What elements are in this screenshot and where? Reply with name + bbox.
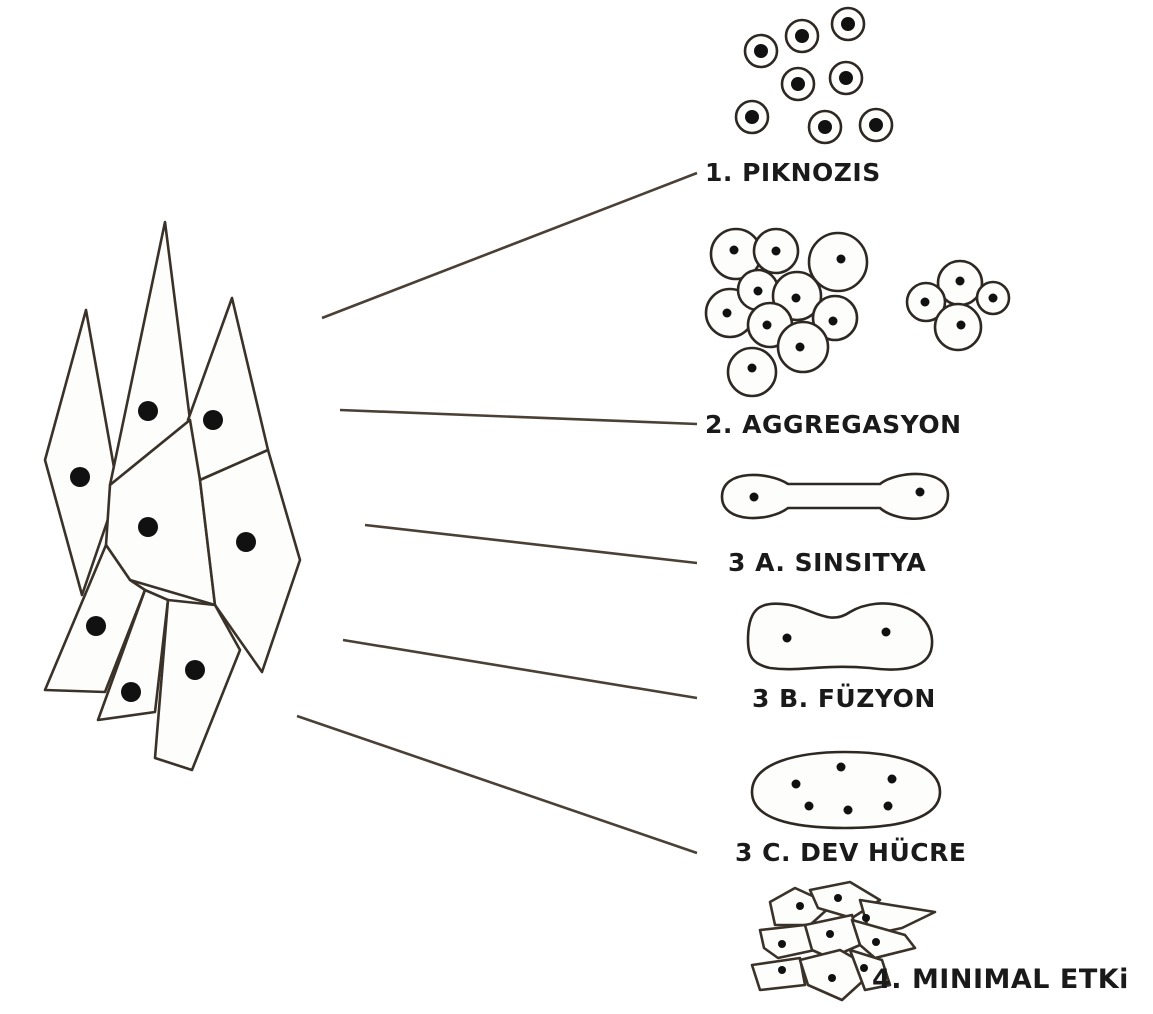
nucleus: [138, 401, 158, 421]
nucleus: [236, 532, 256, 552]
nucleus: [70, 467, 90, 487]
label-fuzyon: 3 B. FÜZYON: [752, 684, 936, 713]
connector-sinsitya: [365, 525, 697, 563]
aggregasyon-cluster-right: [907, 261, 1009, 350]
sinsitya-syncytium: [722, 474, 948, 519]
connector-aggregasyon: [340, 410, 697, 424]
label-minimal-etki: 4. MINIMAL ETKi: [872, 964, 1129, 995]
dev-hucre-giant-cell: [752, 752, 940, 828]
fuzyon-fused-cell: [748, 603, 932, 669]
connector-dev-hucre: [297, 716, 697, 853]
connector-piknozis: [322, 173, 697, 318]
nucleus: [121, 682, 141, 702]
connector-lines: [297, 173, 697, 853]
aggregasyon-cluster-left: [706, 229, 867, 396]
nucleus: [138, 517, 158, 537]
nucleus: [185, 660, 205, 680]
monolayer-cell-cluster: [45, 222, 300, 770]
label-aggregasyon: 2. AGGREGASYON: [705, 410, 962, 439]
label-dev-hucre: 3 C. DEV HÜCRE: [735, 838, 966, 867]
piknozis-cells: [736, 8, 892, 143]
connector-fuzyon: [343, 640, 697, 698]
label-piknozis: 1. PIKNOZIS: [705, 158, 881, 187]
cell-bottom-right: [155, 600, 240, 770]
label-sinsitya: 3 A. SINSITYA: [728, 548, 926, 577]
cell-spindle-right-top: [188, 298, 268, 480]
nucleus: [203, 410, 223, 430]
nucleus: [86, 616, 106, 636]
